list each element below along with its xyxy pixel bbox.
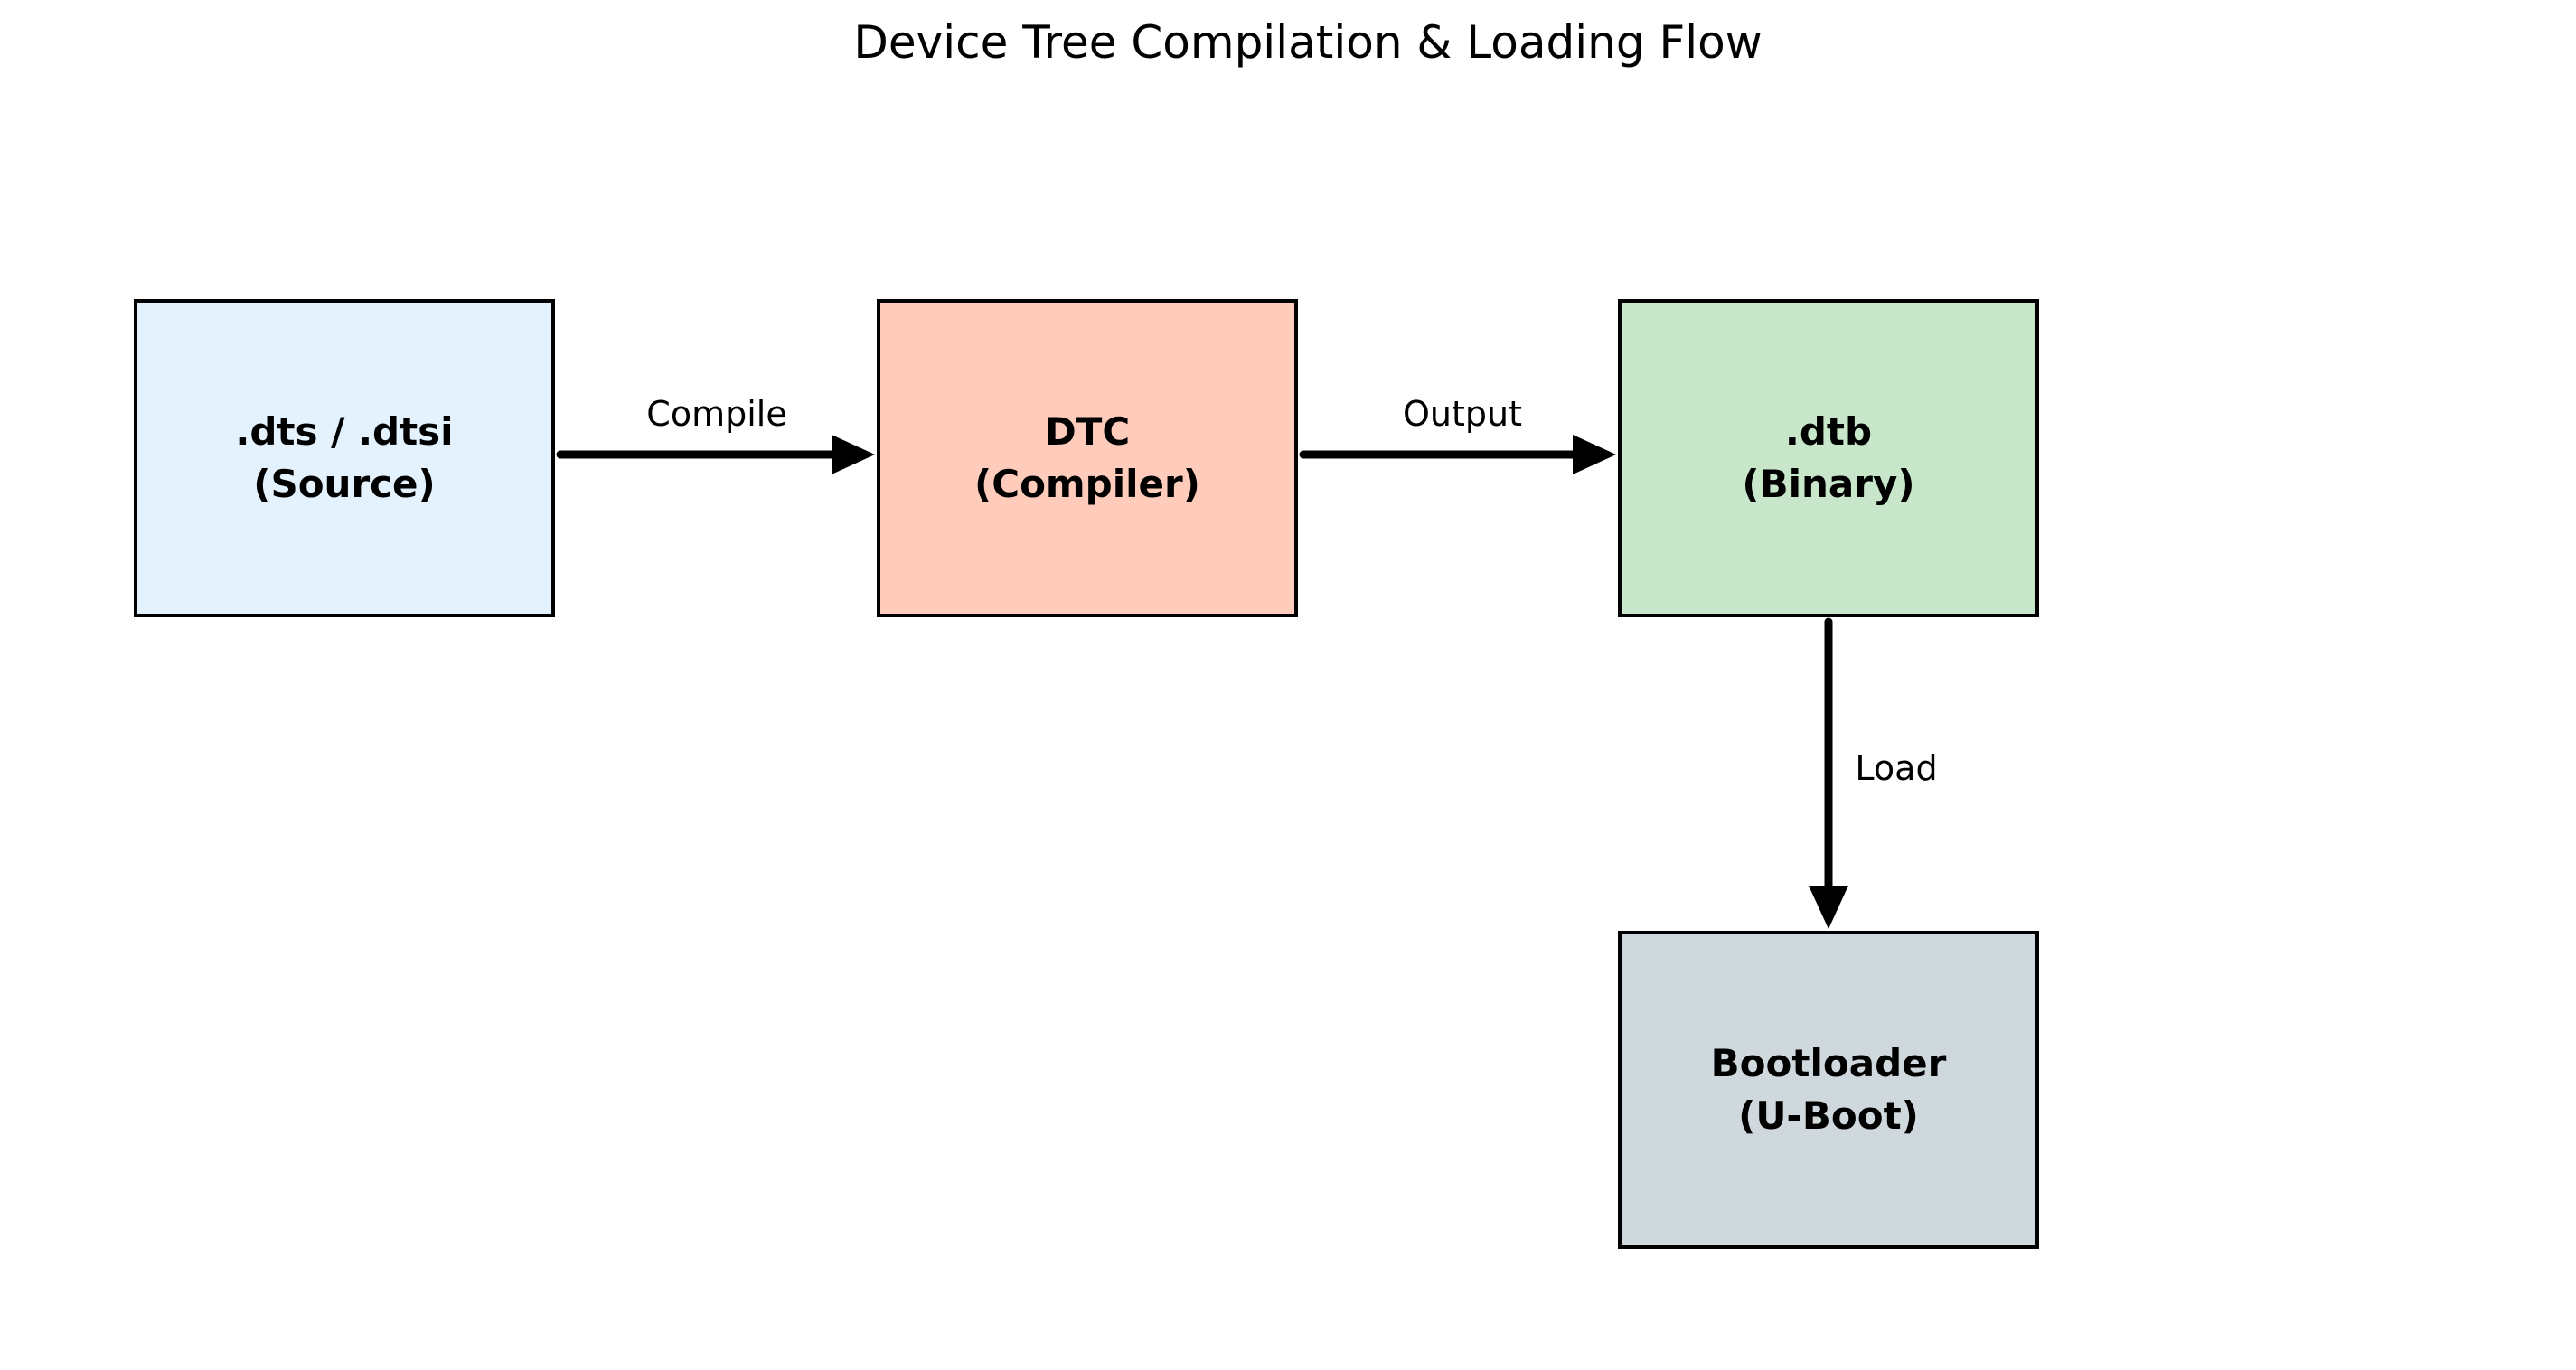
node-bootloader-label-line2: (U-Boot) [1738,1093,1919,1138]
diagram-title: Device Tree Compilation & Loading Flow [853,16,1763,69]
edge-label-load: Load [1855,748,1938,788]
node-binary-box: .dtb (Binary) [1618,299,2039,617]
edge-label-compile: Compile [646,394,787,434]
node-source-box: .dts / .dtsi (Source) [134,299,555,617]
node-source-label-line1: .dts / .dtsi [235,409,454,455]
edge-compile-arrow [556,435,875,474]
node-binary-label-line1: .dtb [1784,409,1873,455]
node-source-label-line2: (Source) [253,462,436,506]
edge-output-arrow [1299,435,1616,474]
edge-label-output: Output [1403,394,1522,434]
node-binary-label-line2: (Binary) [1742,462,1915,506]
edge-load-arrow [1809,617,1848,929]
node-compiler-label-line2: (Compiler) [974,462,1200,506]
node-bootloader-box: Bootloader (U-Boot) [1618,931,2039,1249]
node-bootloader-label-line1: Bootloader [1710,1041,1947,1086]
node-compiler-box: DTC (Compiler) [877,299,1298,617]
node-compiler-label-line1: DTC [1044,409,1131,455]
